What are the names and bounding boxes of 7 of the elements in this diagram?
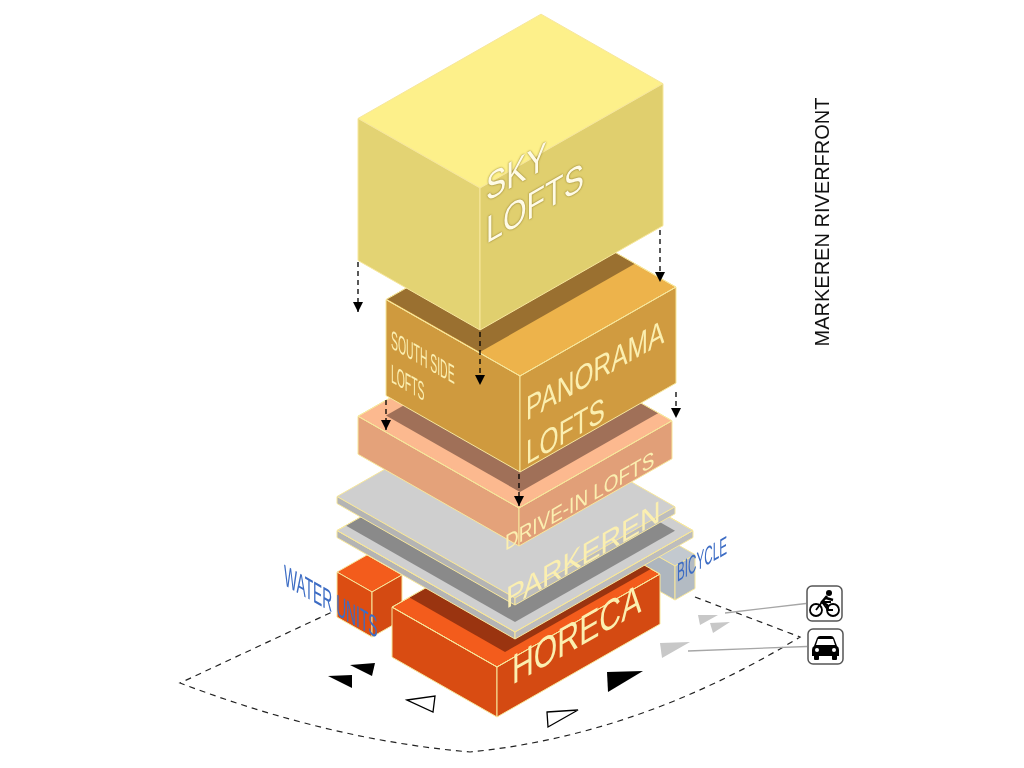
- side-title: MARKEREN RIVERFRONT: [810, 96, 834, 349]
- leader-line: [724, 602, 807, 614]
- leader-line: [687, 645, 808, 652]
- unit-label: BICYCLE: [677, 528, 733, 586]
- unit-label: WATER UNITS: [284, 560, 376, 643]
- bicycle-icon: [806, 585, 843, 622]
- car-icon: [807, 628, 844, 665]
